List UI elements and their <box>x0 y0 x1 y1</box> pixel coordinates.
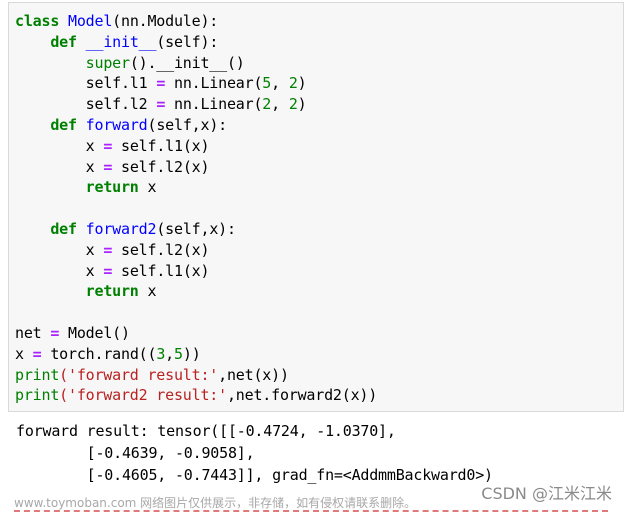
code-token: self.l2(x) <box>112 157 210 176</box>
code-token: ().__init__() <box>129 53 245 72</box>
code-token: forward2 <box>85 220 157 238</box>
code-token: Model <box>68 12 113 30</box>
code-line: x = self.l1(x) <box>15 136 210 157</box>
code-token: __init__ <box>85 32 157 51</box>
code-token: x <box>85 261 104 280</box>
code-token: print <box>15 386 60 405</box>
code-token <box>77 33 86 51</box>
code-token: x <box>85 240 104 259</box>
code-token: = <box>103 157 113 176</box>
csdn-watermark: CSDN @江米江米 <box>481 484 612 503</box>
output-line: [-0.4605, -0.7443]], grad_fn=<AddmmBackw… <box>16 466 493 484</box>
code-token: nn.Linear( <box>165 95 263 114</box>
output-line: forward result: tensor([[-0.4724, -1.037… <box>16 422 396 440</box>
code-token: return <box>85 178 139 197</box>
code-token: super <box>85 53 130 72</box>
code-token: , <box>271 74 289 93</box>
code-cell[interactable]: class Model(nn.Module): def __init__(sel… <box>8 2 624 412</box>
code-token: (self): <box>156 32 219 51</box>
code-token: 3 <box>156 344 166 363</box>
code-line: super().__init__() <box>15 53 245 74</box>
code-token: ) <box>297 95 307 114</box>
code-token: 5 <box>262 74 272 93</box>
code-token: net <box>15 324 51 342</box>
code-token: def <box>50 116 77 134</box>
code-token: 5 <box>174 344 183 363</box>
code-token: 2 <box>288 95 298 114</box>
code-token: (nn.Module): <box>112 12 219 30</box>
code-line: net = Model() <box>15 323 130 344</box>
output-area: forward result: tensor([[-0.4724, -1.037… <box>8 416 624 514</box>
code-line: return x <box>15 177 157 198</box>
code-token: ('forward result:' <box>59 365 219 384</box>
code-token: , <box>271 95 289 114</box>
code-line: print('forward result:',net(x)) <box>15 365 289 386</box>
code-token: = <box>156 74 166 93</box>
code-token <box>59 12 68 30</box>
code-line: self.l1 = nn.Linear(5, 2) <box>15 73 307 94</box>
code-token: ) <box>297 74 307 93</box>
code-token: torch.rand(( <box>41 344 157 363</box>
code-line: print('forward2 result:',net.forward2(x)… <box>15 385 377 406</box>
code-token: self.l1 <box>85 74 157 93</box>
code-token: )) <box>182 344 201 363</box>
code-token: = <box>103 136 113 155</box>
code-token <box>77 220 86 238</box>
code-line: def forward2(self,x): <box>15 219 236 240</box>
code-token: ,net(x)) <box>218 365 289 384</box>
code-token: self.l2 <box>85 95 157 114</box>
code-token: x <box>85 157 104 176</box>
code-token: class <box>15 12 60 30</box>
code-token: def <box>50 220 77 238</box>
code-line: self.l2 = nn.Linear(2, 2) <box>15 94 307 115</box>
code-token: print <box>15 365 60 384</box>
code-token: = <box>50 324 60 342</box>
code-token <box>77 116 86 134</box>
watermark-divider <box>14 510 608 512</box>
output-line: [-0.4639, -0.9058], <box>16 444 255 462</box>
code-token: 2 <box>288 74 298 93</box>
code-line: x = self.l1(x) <box>15 261 210 282</box>
code-token: nn.Linear( <box>165 74 263 93</box>
code-line: return x <box>15 281 157 302</box>
code-line: x = torch.rand((3,5)) <box>15 344 201 365</box>
code-token: return <box>85 282 139 301</box>
code-line: class Model(nn.Module): <box>15 11 218 32</box>
code-token: ('forward2 result:' <box>59 386 227 405</box>
code-line: def forward(self,x): <box>15 115 227 136</box>
code-token: = <box>103 261 113 280</box>
code-token: ,net.forward2(x)) <box>226 386 378 405</box>
site-watermark: www.toymoban.com 网络图片仅供展示，非存储，如有侵权请联系删除。 <box>14 496 417 510</box>
code-token: 2 <box>262 95 272 114</box>
code-token: = <box>103 240 113 259</box>
code-token: forward <box>85 116 148 134</box>
code-token: self.l1(x) <box>112 261 210 280</box>
code-token: x <box>85 136 104 155</box>
code-token: x <box>138 282 157 301</box>
code-token: self.l1(x) <box>112 136 210 155</box>
code-line: x = self.l2(x) <box>15 157 210 178</box>
code-token: (self,x): <box>156 220 236 238</box>
code-line: def __init__(self): <box>15 32 218 53</box>
code-token: self.l2(x) <box>112 240 210 259</box>
code-token: def <box>50 32 77 51</box>
code-token: , <box>165 344 175 363</box>
code-token: x <box>138 178 157 197</box>
code-line: x = self.l2(x) <box>15 240 210 261</box>
code-token: (self,x): <box>147 116 228 134</box>
code-token: = <box>32 344 42 363</box>
code-token: = <box>156 95 166 114</box>
code-token: Model() <box>59 324 130 342</box>
code-token: x <box>15 344 33 363</box>
